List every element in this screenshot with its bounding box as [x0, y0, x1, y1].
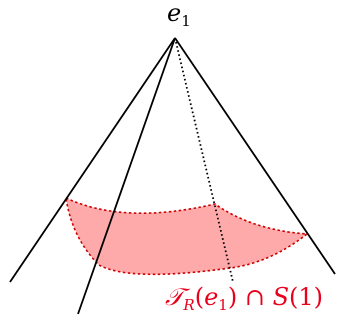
cone-edge-left: [9, 37, 176, 283]
apex-label: e1: [167, 0, 191, 30]
region-label-cap: ∩: [237, 283, 272, 311]
intersection-region: [64, 196, 310, 276]
region-label-arg: (1): [289, 283, 323, 311]
cone-edge-right: [174, 37, 336, 275]
region-label-open: (: [195, 283, 204, 311]
region-label-close: ): [228, 283, 237, 311]
region-label-S: S: [273, 283, 289, 311]
region-label-sub-R: R: [182, 296, 194, 314]
cone-edge-middle: [77, 37, 176, 315]
region-label-e: e: [204, 283, 218, 311]
apex-label-base: e: [167, 0, 181, 27]
region-label: 𝒯R(e1) ∩ S(1): [165, 283, 323, 314]
region-label-sub-1: 1: [218, 296, 228, 314]
apex-label-sub: 1: [181, 12, 191, 30]
